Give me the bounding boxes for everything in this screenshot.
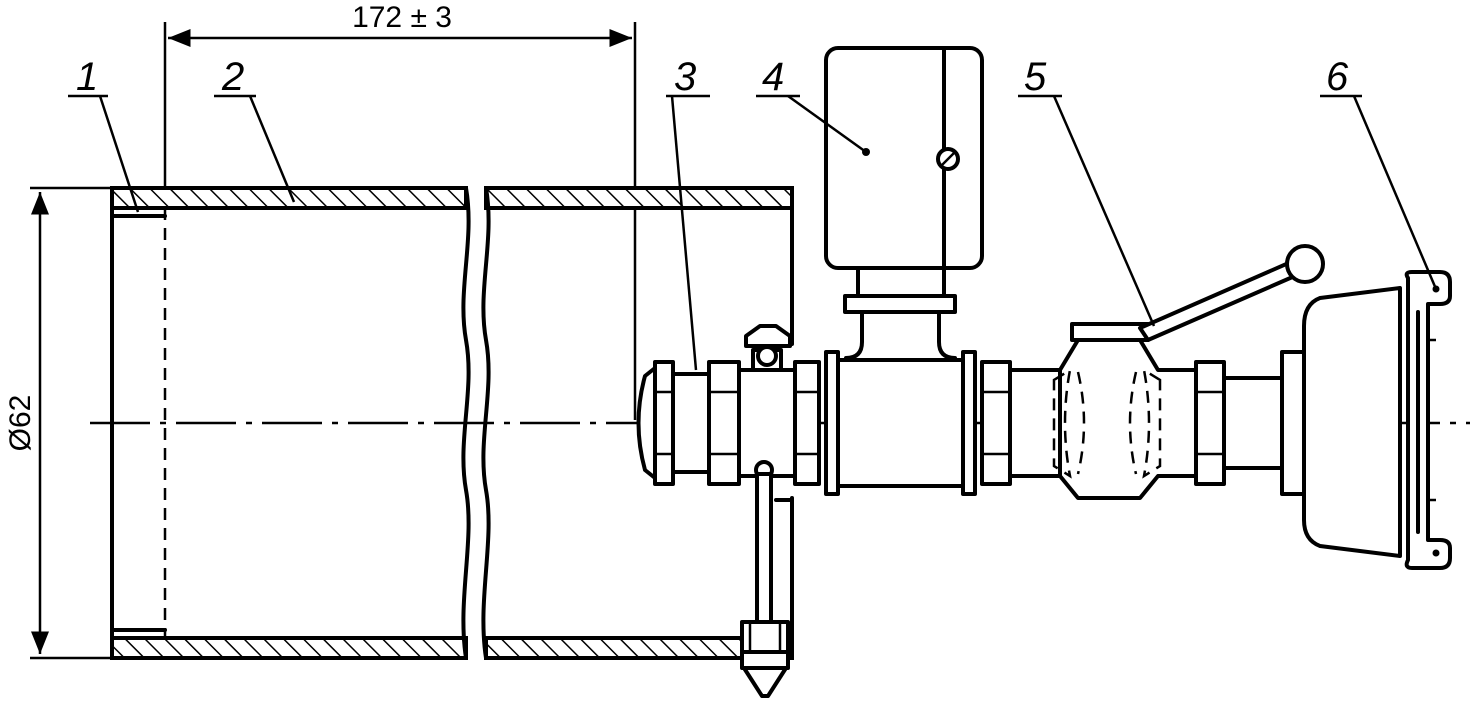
callout-6-label: 6: [1326, 55, 1349, 99]
callout-4: 4: [756, 55, 867, 154]
meter-sensor: [824, 46, 984, 496]
length-dimension-text: 172 ± 3: [352, 1, 452, 34]
callout-3: 3: [666, 55, 710, 371]
connector-fitting: [636, 324, 821, 698]
tube: [110, 186, 794, 660]
coupling-head: [1222, 270, 1452, 570]
callout-2-label: 2: [221, 55, 244, 99]
callout-3-label: 3: [674, 55, 696, 99]
callout-1: 1: [68, 55, 140, 213]
callout-5-label: 5: [1024, 55, 1047, 99]
length-dimension: 172 ± 3: [163, 1, 637, 420]
callout-1-label: 1: [76, 55, 98, 99]
callout-5: 5: [1018, 55, 1156, 327]
diameter-dimension: Ø62: [4, 186, 115, 660]
inner-ring: [110, 208, 167, 638]
ball-valve: [980, 244, 1325, 500]
diameter-dimension-text: Ø62: [4, 395, 37, 452]
callout-4-label: 4: [762, 55, 784, 99]
callout-6: 6: [1320, 55, 1438, 290]
callout-2: 2: [214, 55, 296, 203]
